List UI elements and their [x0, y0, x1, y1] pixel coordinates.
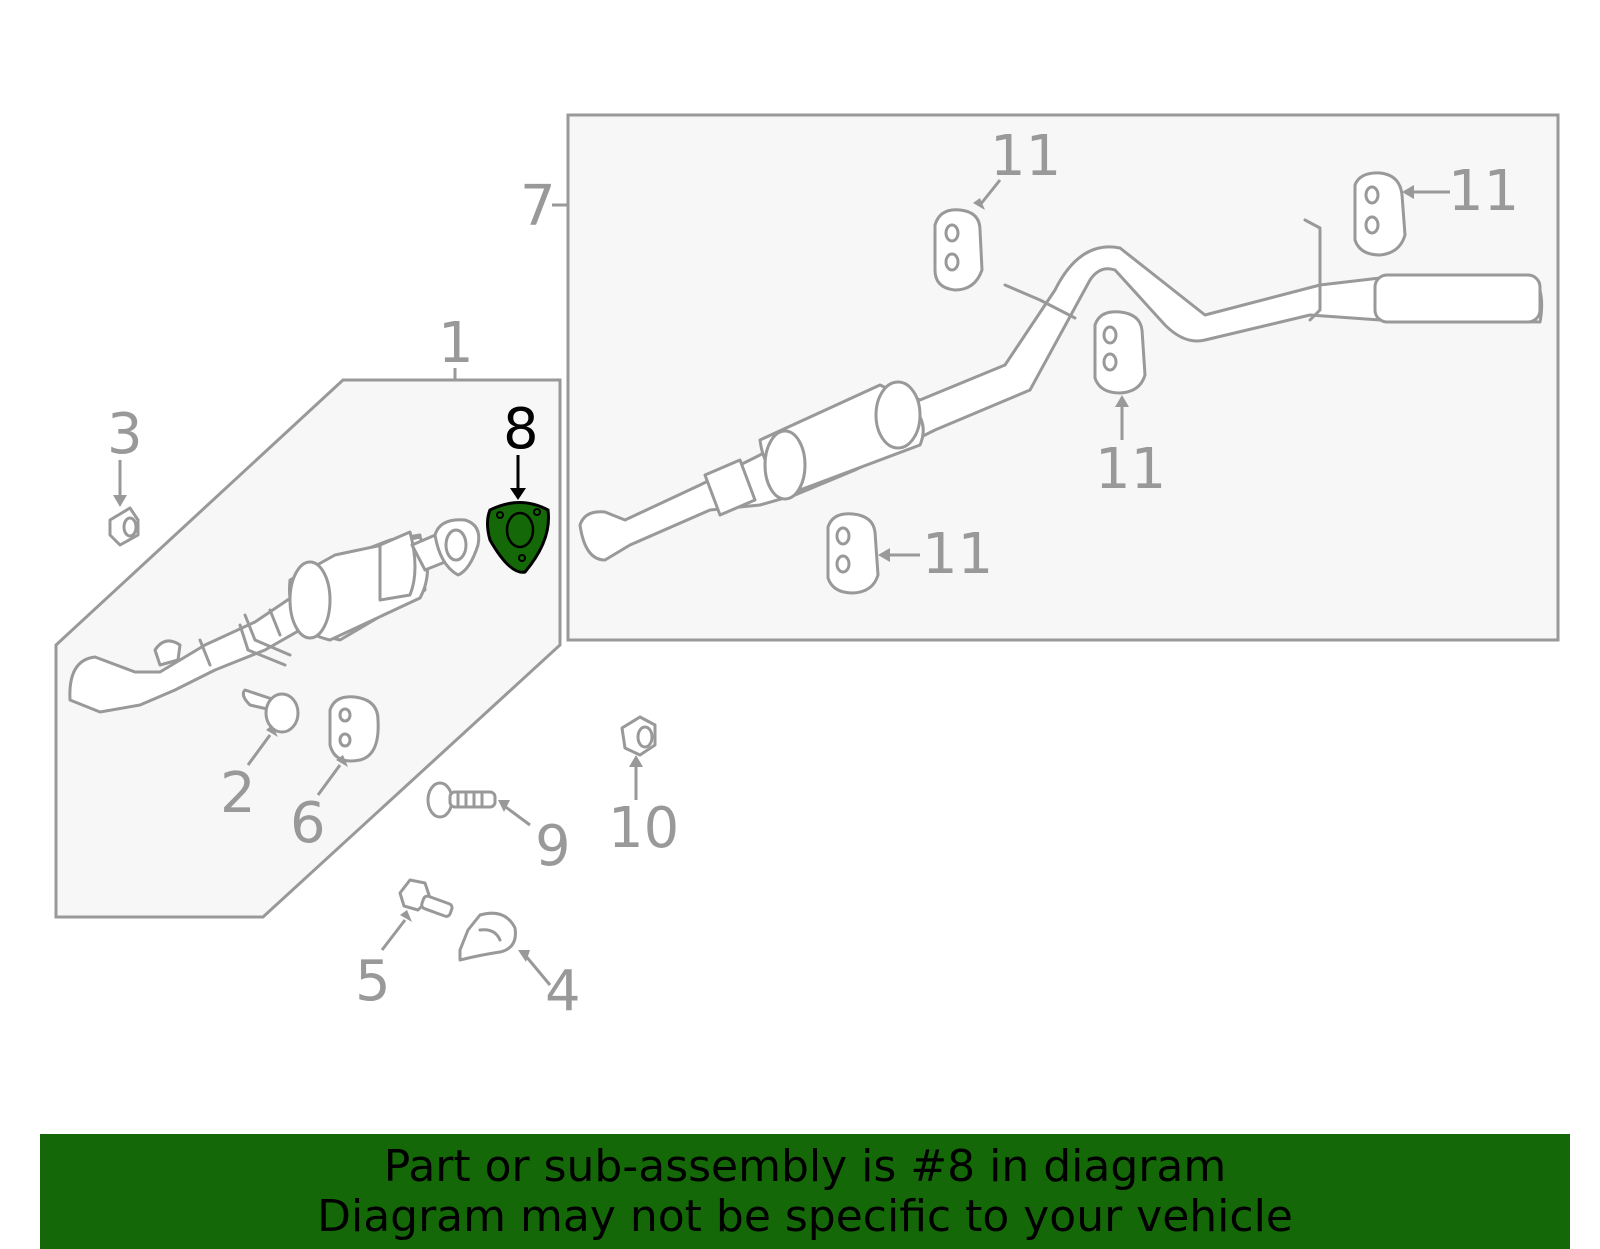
gasket-part-8: [486, 501, 551, 574]
hanger-part-11-lower: [826, 512, 880, 595]
hanger-part-11-middle: [1093, 310, 1147, 395]
callout-6: 6: [290, 791, 326, 856]
clip-part-4: [458, 911, 517, 962]
nut-part-3: [108, 506, 140, 547]
exhaust-parts-diagram: 1 2 3 4 5 6 7 8 9 10 11 11 11 11: [54, 113, 1560, 1024]
hanger-part-11-right: [1353, 171, 1407, 257]
info-banner-line-1: Part or sub-assembly is #8 in diagram: [383, 1141, 1227, 1192]
callout-11-top: 11: [990, 124, 1061, 189]
nut-part-10: [620, 715, 657, 757]
callout-4: 4: [545, 959, 581, 1024]
hanger-part-6: [328, 695, 380, 763]
callout-11-middle: 11: [1095, 437, 1166, 502]
stud-part-2: [241, 688, 300, 734]
callout-11-right: 11: [1448, 159, 1519, 224]
info-banner: Part or sub-assembly is #8 in diagram Di…: [40, 1134, 1570, 1249]
info-banner-line-2: Diagram may not be specific to your vehi…: [317, 1191, 1293, 1242]
callout-9: 9: [535, 814, 571, 879]
callout-3: 3: [107, 402, 143, 467]
callout-2: 2: [220, 761, 256, 826]
callout-1: 1: [438, 311, 474, 376]
callout-11-lower: 11: [922, 522, 993, 587]
callout-7: 7: [520, 174, 556, 239]
callout-5: 5: [355, 949, 391, 1014]
hanger-part-11-top: [933, 208, 984, 292]
assembly-1-group-box: [54, 378, 562, 919]
callout-10: 10: [608, 796, 679, 861]
callout-8: 8: [503, 397, 539, 462]
bolt-part-9: [426, 781, 497, 819]
bolt-part-5: [398, 878, 454, 918]
muffler-tailpipe-assembly: [578, 218, 1544, 562]
front-pipe-catalytic-converter: [68, 518, 481, 714]
